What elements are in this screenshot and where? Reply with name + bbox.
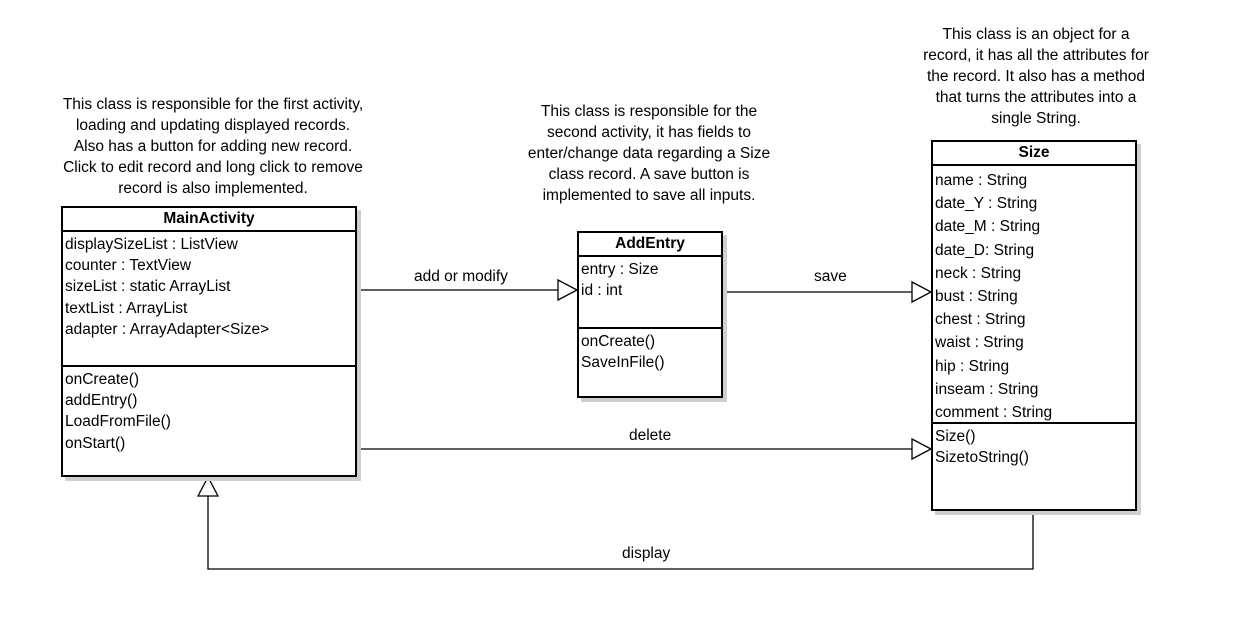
method: onStart() [65,434,126,452]
attribute: date_Y : String [935,195,1038,213]
method: SizetoString() [935,449,1029,467]
arrowhead-display [196,475,220,497]
class-addentry-methods: onCreate() SaveInFile() [579,329,721,375]
label-delete: delete [629,427,672,444]
class-size-name: Size [933,142,1135,166]
attribute: neck : String [935,264,1022,282]
label-add-or-modify: add or modify [414,268,508,285]
attribute: comment : String [935,404,1053,422]
attribute: hip : String [935,357,1010,375]
attribute: textList : ArrayList [65,299,188,317]
attribute: date_M : String [935,218,1041,236]
method: onCreate() [581,333,656,350]
class-size-attributes: name : String date_Y : String date_M : S… [933,166,1135,424]
attribute: waist : String [935,334,1024,352]
class-mainactivity-methods: onCreate() addEntry() LoadFromFile() onS… [63,367,355,456]
attribute: bust : String [935,288,1018,306]
attribute: inseam : String [935,380,1039,398]
class-mainactivity[interactable]: MainActivity displaySizeList : ListView … [61,206,357,477]
attribute: sizeList : static ArrayList [65,278,231,296]
attribute: id : int [581,282,623,300]
arrowhead-delete [911,437,933,461]
label-save: save [814,268,847,285]
class-size[interactable]: Size name : String date_Y : String date_… [931,140,1137,511]
attribute: chest : String [935,311,1026,329]
method: Size() [935,428,976,445]
method: addEntry() [65,392,138,410]
attribute: counter : TextView [65,257,192,275]
attribute: date_D: String [935,241,1035,259]
class-size-methods: Size() SizetoString() [933,424,1135,470]
class-mainactivity-attributes: displaySizeList : ListView counter : Tex… [63,232,355,367]
arrowhead-add-or-modify [557,278,579,302]
class-mainactivity-name: MainActivity [63,208,355,232]
method: onCreate() [65,371,140,388]
arrowhead-save [911,280,933,304]
note-mainactivity: This class is responsible for the first … [62,96,364,197]
method: SaveInFile() [581,354,665,372]
class-addentry[interactable]: AddEntry entry : Size id : int onCreate(… [577,231,723,398]
attribute: displaySizeList : ListView [65,236,238,253]
label-display: display [622,545,671,562]
class-addentry-attributes: entry : Size id : int [579,257,721,329]
method: LoadFromFile() [65,413,171,431]
attribute: entry : Size [581,261,659,278]
edge-display [207,496,1034,570]
note-size: This class is an object for a record, it… [923,26,1149,127]
attribute: adapter : ArrayAdapter<Size> [65,320,270,338]
note-addentry: This class is responsible for the second… [527,103,771,204]
class-addentry-name: AddEntry [579,233,721,257]
attribute: name : String [935,172,1028,189]
